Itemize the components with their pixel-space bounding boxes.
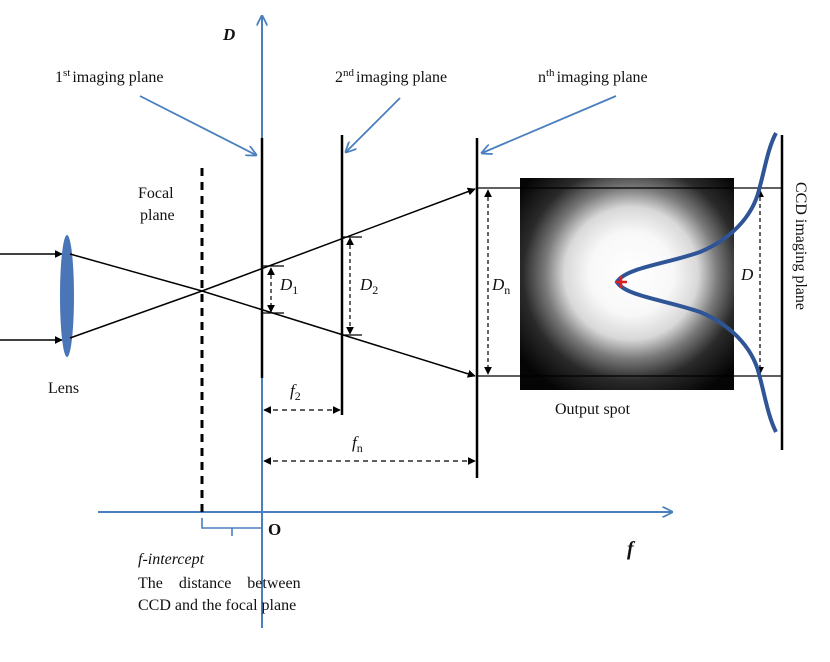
second-plane-pointer [346, 97, 401, 152]
focal-plane-label-line2: plane [140, 207, 175, 224]
d1-label: D1 [279, 275, 298, 297]
f-intercept-label: f-intercept [138, 551, 205, 568]
output-spot-label: Output spot [555, 401, 631, 418]
lens-label: Lens [48, 380, 79, 397]
output-spot-image [520, 178, 734, 390]
fn-label: fn [352, 433, 363, 455]
d2-label: D2 [359, 275, 378, 297]
f-intercept-desc-line1: The distance between [138, 575, 301, 592]
f-axis-label: f [627, 538, 636, 560]
ray-upper-converging [69, 253, 203, 292]
f2-label: f2 [290, 381, 301, 403]
f-intercept-desc-line2: CCD and the focal plane [138, 597, 296, 614]
ray-lower-converging [69, 290, 203, 339]
focal-plane-label-line1: Focal [138, 185, 174, 202]
ray-diverging-up [201, 187, 476, 292]
ray-diverging-down [201, 290, 476, 378]
dn-label: Dn [491, 275, 510, 297]
d-label: D [740, 265, 754, 284]
d-axis-label: D [222, 25, 235, 44]
lens-shape [60, 235, 74, 357]
first-plane-pointer [139, 95, 256, 155]
nth-plane-pointer [482, 95, 617, 153]
f-intercept-bracket [201, 518, 262, 529]
ccd-imaging-plane-label: CCD imaging plane [792, 182, 809, 310]
origin-label: O [268, 520, 281, 539]
